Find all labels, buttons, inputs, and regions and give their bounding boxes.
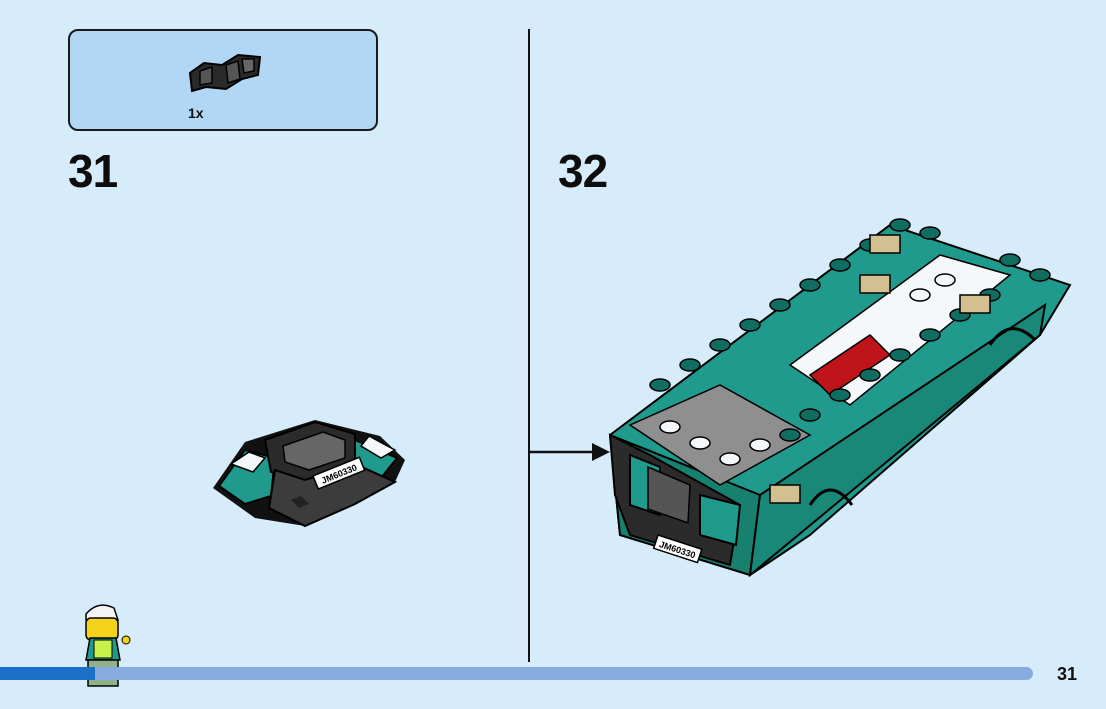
progress-bar [85,667,1033,680]
step-number-31: 31 [68,145,118,197]
car-chassis-assembly-image: JM60330 [608,218,1072,578]
progress-bar-accent [0,667,95,680]
part-quantity: 1x [188,105,204,121]
parts-callout: 1x [68,29,378,131]
placement-arrow-icon [530,443,610,461]
step-divider [528,29,530,662]
black-bar-holder-clip-icon [188,53,262,93]
page-number: 31 [1057,664,1078,684]
step-number-32: 32 [558,145,608,197]
front-bumper-assembly-image: JM60330 [213,420,405,528]
